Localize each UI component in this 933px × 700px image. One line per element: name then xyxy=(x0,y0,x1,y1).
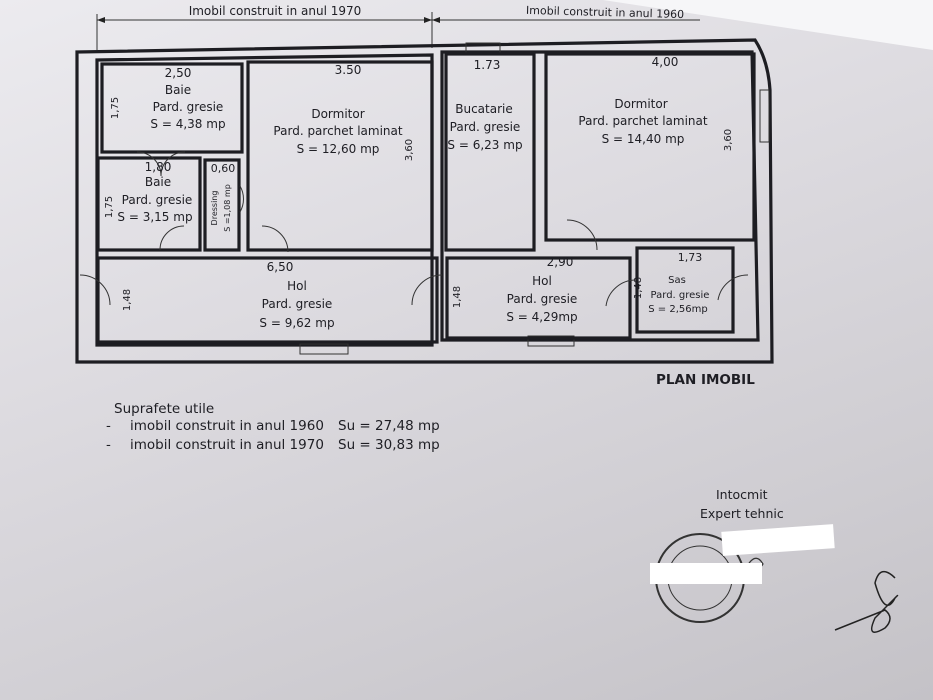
room-name: Baie xyxy=(145,175,171,189)
room-name: Baie xyxy=(165,83,191,97)
room-height: 1,48 xyxy=(633,277,644,299)
room-floor: Pard. gresie xyxy=(262,297,333,311)
redaction-box xyxy=(650,563,762,584)
room-name: Sas xyxy=(668,275,686,286)
room-area: S =1,08 mp xyxy=(223,184,232,232)
signature-line1: Intocmit xyxy=(716,487,768,502)
room-height: 1,48 xyxy=(122,289,133,311)
room-dormitor-1 xyxy=(246,60,434,252)
room-name: Hol xyxy=(287,279,307,293)
room-area: S = 2,56mp xyxy=(648,304,707,315)
window xyxy=(759,89,770,143)
handwritten-signature xyxy=(834,570,899,633)
room-hol-1 xyxy=(96,256,439,344)
room-baie-1 xyxy=(100,62,244,154)
room-area: S = 4,29mp xyxy=(506,310,577,324)
door-arcs xyxy=(79,151,749,307)
summary-label: imobil construit in anul 1970 xyxy=(130,437,324,453)
room-width: 2,50 xyxy=(165,66,192,80)
room-width: 3.50 xyxy=(335,63,362,77)
room-name: Dormitor xyxy=(311,107,364,121)
room-floor: Pard. gresie xyxy=(450,120,521,134)
label-1960: Imobil construit in anul 1960 xyxy=(526,4,684,21)
room-area: S = 3,15 mp xyxy=(117,210,192,224)
summary-value: Su = 30,83 mp xyxy=(338,437,440,453)
room-area: S = 14,40 mp xyxy=(602,132,685,146)
window xyxy=(527,335,575,347)
dimension-line-top xyxy=(96,12,700,50)
plan-title: PLAN IMOBIL xyxy=(656,372,755,388)
room-area: S = 6,23 mp xyxy=(447,138,522,152)
room-area: S = 9,62 mp xyxy=(259,316,334,330)
room-name: Bucatarie xyxy=(455,102,513,116)
summary-label: imobil construit in anul 1960 xyxy=(130,418,324,434)
summary-bullet: - xyxy=(106,437,111,453)
room-floor: Pard. parchet laminat xyxy=(578,114,707,128)
room-baie-2 xyxy=(96,156,202,252)
room-sas xyxy=(635,246,735,334)
outer-wall xyxy=(75,38,774,364)
room-width: 1,73 xyxy=(678,251,703,264)
room-name: Hol xyxy=(532,274,552,288)
room-bucatarie xyxy=(444,52,536,252)
room-height: 1,75 xyxy=(104,196,115,218)
room-dressing xyxy=(203,158,241,252)
room-width: 6,50 xyxy=(267,260,294,274)
window xyxy=(299,343,349,355)
room-width: 2,90 xyxy=(547,255,574,269)
room-height: 1,75 xyxy=(110,97,121,119)
room-floor: Pard. gresie xyxy=(153,100,224,114)
room-floor: Pard. gresie xyxy=(651,290,710,301)
room-floor: Pard. parchet laminat xyxy=(273,124,402,138)
room-height: 1,48 xyxy=(452,286,463,308)
room-floor: Pard. gresie xyxy=(507,292,578,306)
room-width: 1.73 xyxy=(474,58,501,72)
room-name: Dormitor xyxy=(614,97,667,111)
summary-heading: Suprafete utile xyxy=(114,401,215,417)
room-area: S = 4,38 mp xyxy=(150,117,225,131)
room-dormitor-2 xyxy=(544,52,756,242)
room-area: S = 12,60 mp xyxy=(297,142,380,156)
room-floor: Pard. gresie xyxy=(122,193,193,207)
inner-outer-wall-right xyxy=(440,50,760,342)
signature-line2: Expert tehnic xyxy=(700,506,784,521)
room-name: Dressing xyxy=(210,191,219,226)
room-width: 4,00 xyxy=(652,55,679,69)
room-width: 0,60 xyxy=(211,162,236,175)
room-height: 3,60 xyxy=(404,139,415,161)
room-height: 3,60 xyxy=(723,129,734,151)
room-width: 1,80 xyxy=(145,160,172,174)
room-hol-2 xyxy=(445,256,632,340)
summary-value: Su = 27,48 mp xyxy=(338,418,440,434)
label-1970: Imobil construit in anul 1970 xyxy=(189,4,362,18)
summary-bullet: - xyxy=(106,418,111,434)
